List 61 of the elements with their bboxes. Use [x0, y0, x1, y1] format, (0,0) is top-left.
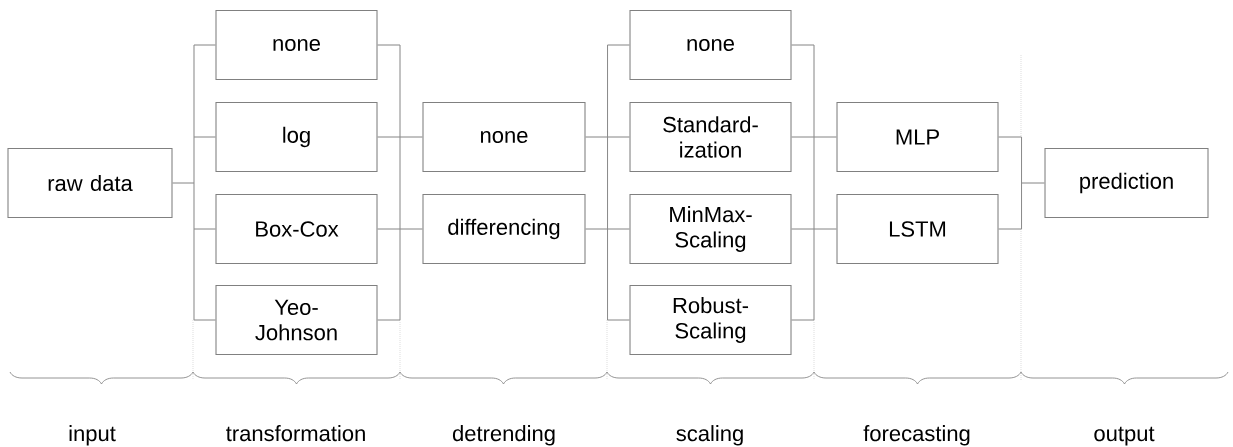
connector-line	[377, 319, 401, 321]
connector-line	[399, 44, 401, 138]
connector-line	[606, 228, 609, 321]
connector-line	[377, 136, 401, 138]
connector-line	[193, 44, 216, 46]
connector-line	[172, 182, 195, 184]
connector-line	[193, 182, 195, 230]
connector-line	[813, 228, 837, 230]
connector-line	[813, 136, 815, 230]
process-box: differencing	[422, 193, 586, 265]
process-box: none	[215, 9, 378, 81]
connector-line	[377, 228, 401, 230]
connector-line	[606, 136, 609, 230]
connector-line	[585, 136, 609, 138]
process-box: none	[629, 9, 792, 81]
process-box: Robust-Scaling	[629, 284, 792, 356]
process-box: log	[215, 101, 378, 173]
connector-line	[399, 228, 401, 321]
connector-line	[193, 319, 216, 321]
connector-line	[606, 44, 630, 46]
connector-line	[585, 228, 609, 230]
connector-line	[998, 136, 1023, 138]
connector-line	[399, 136, 423, 138]
section-label: transformation	[226, 425, 365, 442]
section-label: forecasting	[863, 425, 970, 446]
connector-line	[606, 319, 630, 321]
process-box: none	[422, 101, 586, 173]
connector-line	[813, 228, 815, 321]
connector-line	[791, 228, 815, 230]
process-box: MinMax-Scaling	[629, 193, 792, 265]
section-label: detrending	[452, 425, 555, 446]
process-box: prediction	[1044, 147, 1209, 219]
connector-line	[998, 228, 1023, 230]
connector-line	[1020, 182, 1023, 230]
section-label: output	[1094, 426, 1155, 446]
connector-line	[1020, 182, 1045, 184]
connector-line	[193, 228, 195, 321]
process-box: Box-Cox	[215, 193, 378, 265]
connector-line	[606, 136, 630, 138]
connector-line	[1020, 136, 1023, 184]
section-label: scaling	[676, 425, 743, 446]
connector-line	[813, 136, 837, 138]
connector-line	[791, 44, 815, 46]
process-box: Yeo-Johnson	[215, 284, 378, 356]
process-box: LSTM	[836, 193, 999, 265]
connector-line	[399, 228, 423, 230]
connector-line	[791, 136, 815, 138]
section-label: input	[69, 425, 116, 446]
process-box: raw data	[7, 147, 173, 219]
process-box: MLP	[836, 101, 999, 173]
connector-line	[193, 136, 216, 138]
connector-line	[791, 319, 815, 321]
connector-line	[813, 44, 815, 138]
connector-line	[606, 228, 630, 230]
connector-line	[377, 44, 401, 46]
process-box: Standard-ization	[629, 101, 792, 173]
connector-line	[606, 44, 609, 138]
connector-line	[399, 136, 401, 230]
connector-line	[193, 228, 216, 230]
connector-line	[193, 136, 195, 184]
connector-line	[193, 44, 195, 138]
